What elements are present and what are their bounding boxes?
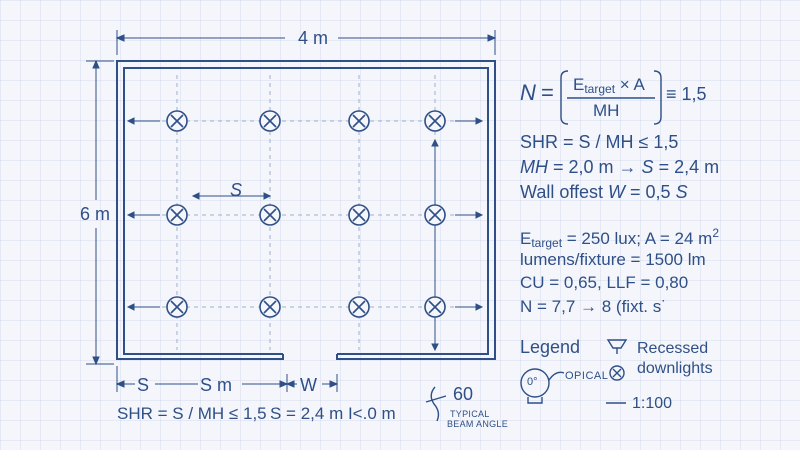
bottom-s-label: S bbox=[137, 375, 150, 395]
scale-label: 1:100 bbox=[632, 395, 673, 412]
downlight-icon bbox=[348, 296, 370, 318]
formula-tail: ≡ 1,5 bbox=[666, 84, 707, 104]
downlight-icon bbox=[348, 204, 370, 226]
optical-label: OPICAL bbox=[565, 370, 609, 382]
width-label: 4 m bbox=[298, 28, 329, 48]
legend-recessed-line1: Recessed bbox=[637, 340, 709, 357]
bottom-w-label: W bbox=[300, 375, 317, 395]
downlight-legend-icon bbox=[609, 365, 625, 381]
downlight-icon bbox=[166, 204, 188, 226]
downlight-icon bbox=[424, 296, 446, 318]
lumens-note: lumens/fixture = 1500 lm bbox=[520, 250, 706, 269]
mh-note: MH = 2,0 m → S = 2,4 m bbox=[520, 157, 720, 177]
downlight-icon bbox=[166, 296, 188, 318]
beam-angle-icon bbox=[425, 386, 447, 422]
formula-numerator: Etarget × A bbox=[573, 75, 645, 96]
height-dimension bbox=[86, 59, 114, 366]
cu-llf-note: CU = 0,65, LLF = 0,80 bbox=[520, 273, 689, 292]
fixtures bbox=[166, 110, 446, 318]
recessed-downlight-symbol bbox=[606, 339, 628, 354]
beam-angle-label2: BEAM ANGLE bbox=[447, 419, 509, 429]
bottom-dimension bbox=[115, 366, 339, 392]
formula-brackets bbox=[560, 70, 662, 125]
optical-angle-value: 0° bbox=[527, 376, 538, 388]
room-walls bbox=[116, 60, 496, 360]
n-result-note: N = 7,7 → 8 (fixt. s˙ bbox=[520, 297, 667, 316]
downlight-icon bbox=[259, 110, 281, 132]
wall-offset-note: Wall offest W = 0,5 S bbox=[520, 182, 688, 202]
downlight-icon bbox=[424, 110, 446, 132]
footer-shr: SHR = S / MH ≤ 1,5 bbox=[117, 404, 267, 423]
optical-angle-symbol bbox=[520, 368, 565, 404]
spacing-label: S bbox=[230, 180, 243, 200]
shr-note: SHR = S / MH ≤ 1,5 bbox=[520, 132, 679, 152]
formula-n: N bbox=[520, 80, 536, 105]
downlight-icon bbox=[259, 204, 281, 226]
downlight-icon bbox=[166, 110, 188, 132]
formula-denominator: MH bbox=[593, 101, 620, 120]
downlight-icon bbox=[259, 296, 281, 318]
formula-equals: = bbox=[541, 80, 554, 105]
e-target-note: Etarget = 250 lux; A = 24 m2 bbox=[520, 226, 719, 250]
beam-angle-value: 60 bbox=[453, 384, 474, 404]
footer-s-value: S = 2,4 m I<.0 m bbox=[270, 404, 396, 423]
downlight-icon bbox=[424, 204, 446, 226]
bottom-sm-label: S m bbox=[200, 375, 233, 395]
beam-angle-label1: TYPICAL bbox=[450, 409, 490, 419]
downlight-icon bbox=[348, 110, 370, 132]
width-dimension bbox=[115, 30, 497, 55]
height-label: 6 m bbox=[80, 204, 111, 224]
legend-recessed-line2: downlights bbox=[637, 360, 713, 377]
legend-title: Legend bbox=[520, 337, 581, 357]
